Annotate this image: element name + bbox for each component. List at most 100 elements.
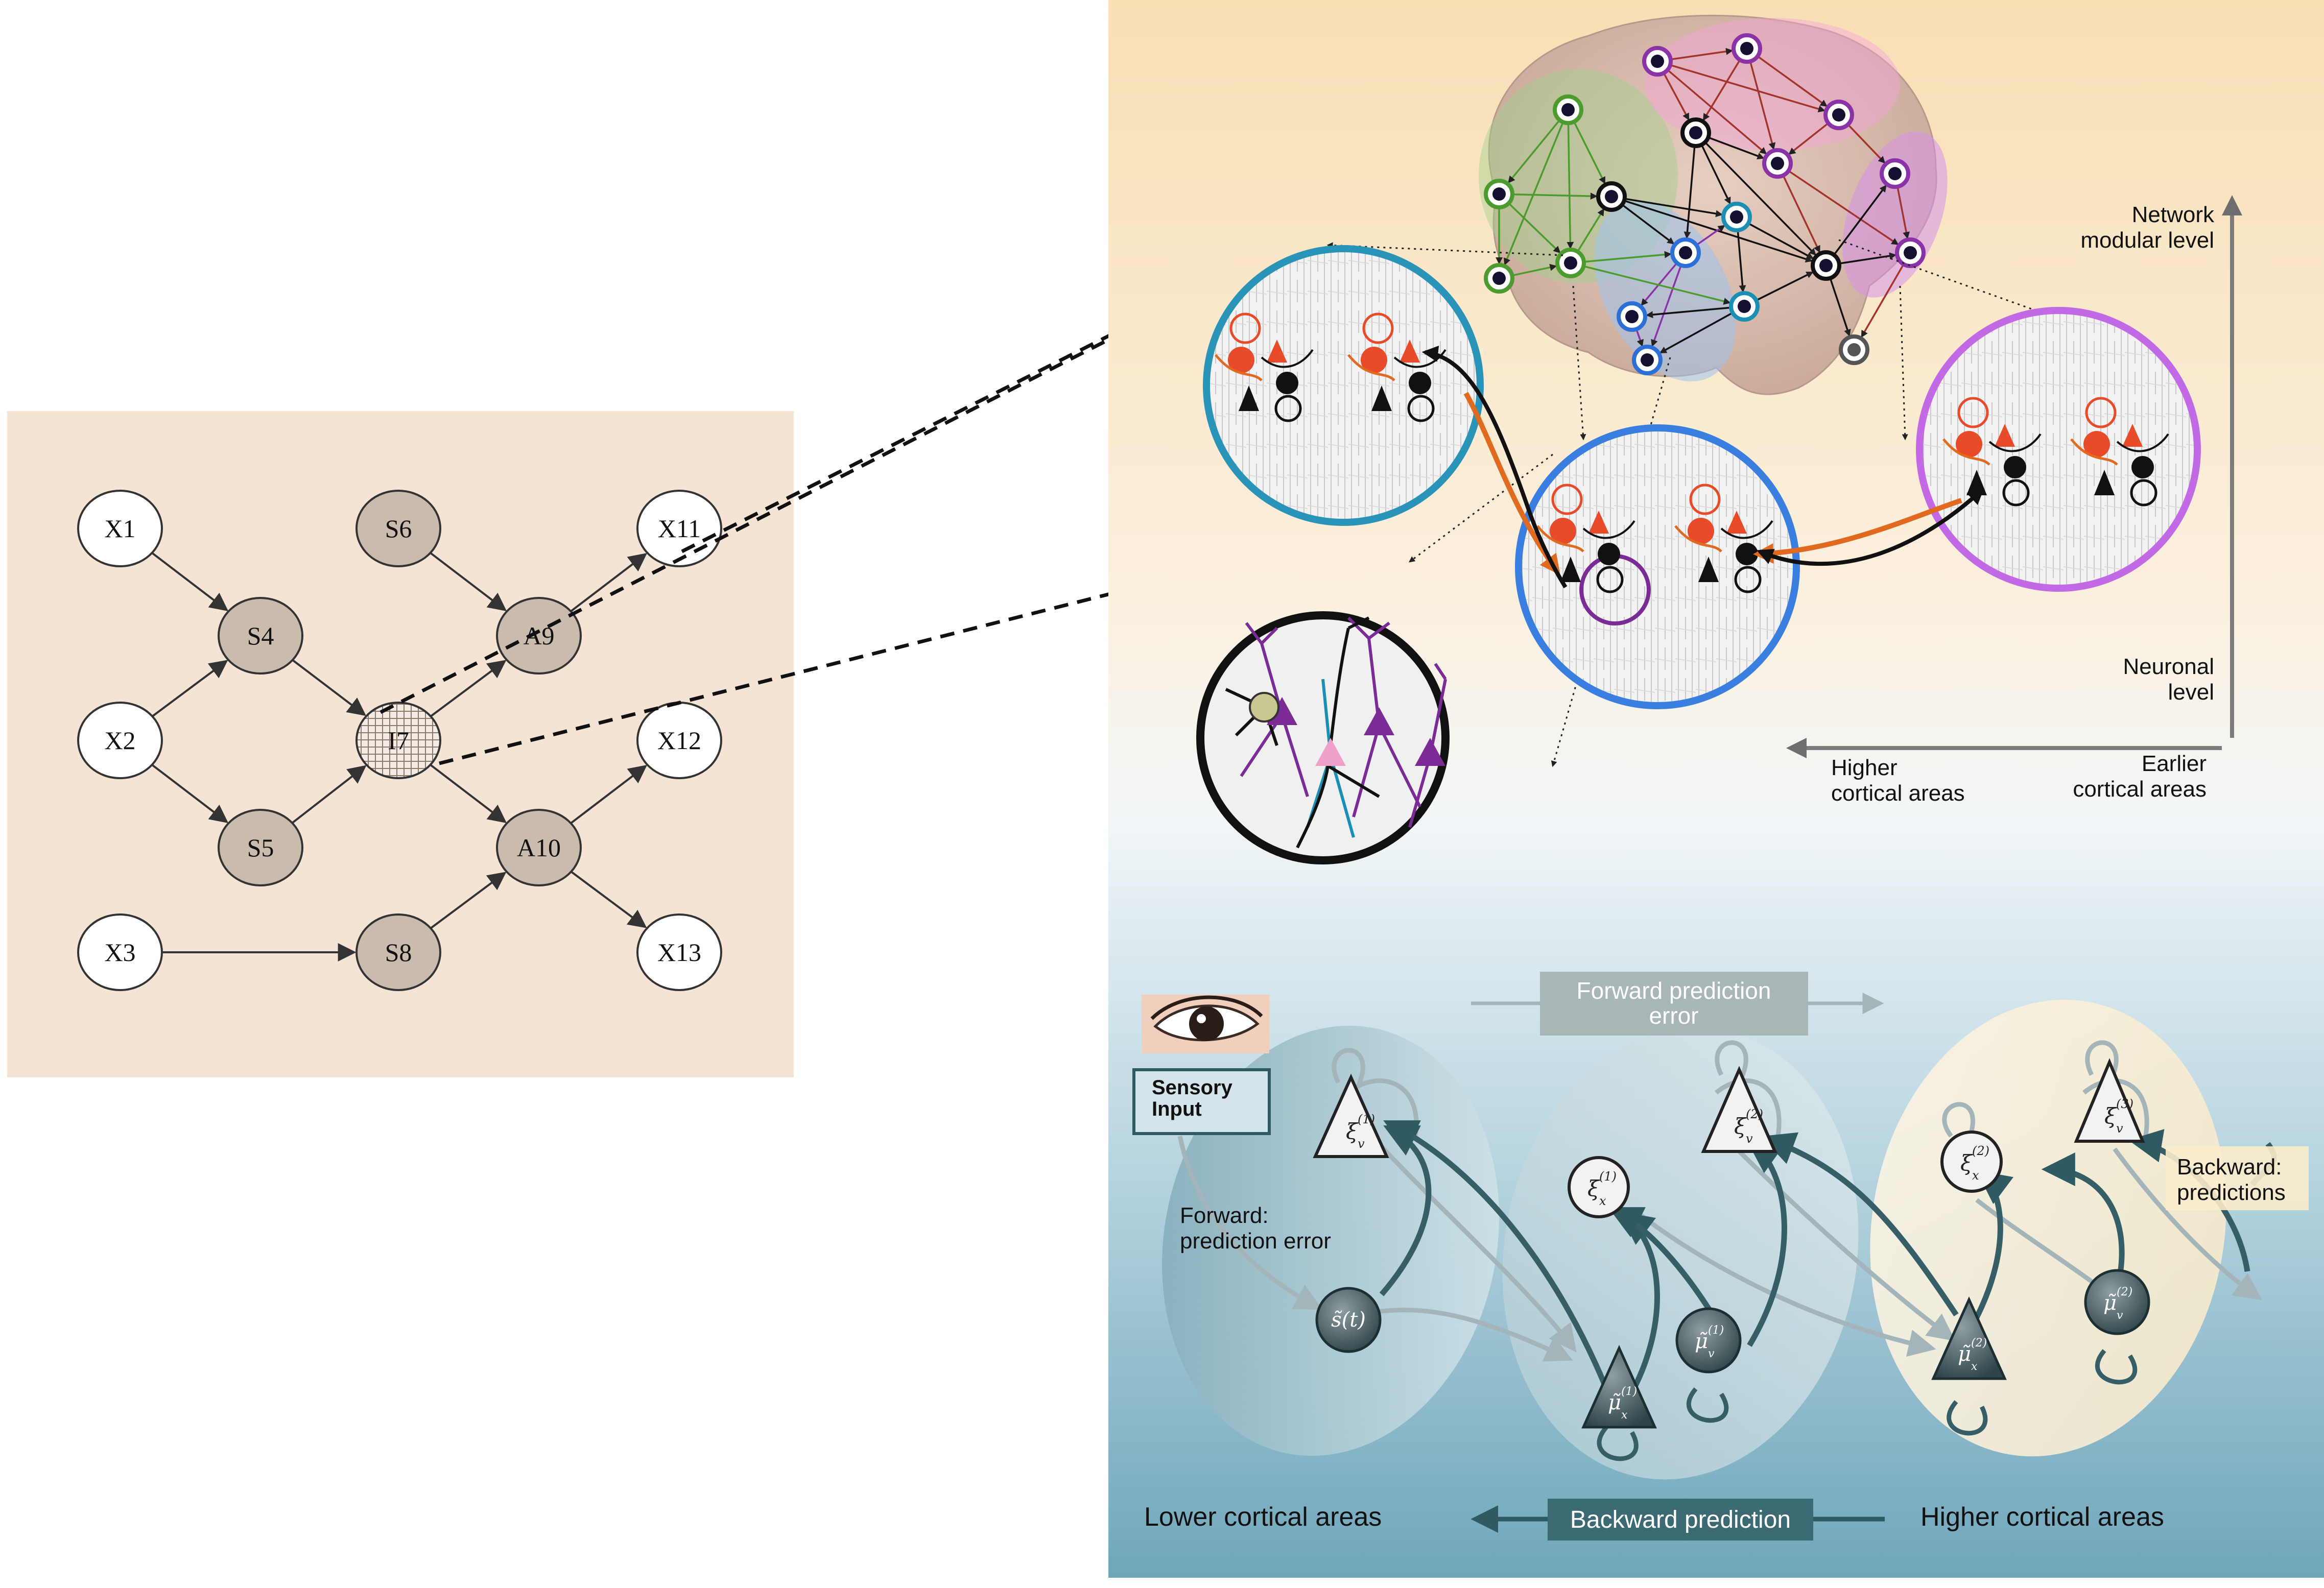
bayes-node-x2: X2 (77, 702, 163, 779)
brain-edge (1667, 69, 1767, 155)
eye-image (1142, 995, 1269, 1053)
svg-text:v: v (1708, 1348, 1715, 1360)
brain-edge (1748, 222, 1814, 259)
backward-prediction-label: Backward prediction (1570, 1506, 1791, 1533)
brain-edge (1508, 202, 1561, 254)
brain-edge (1512, 193, 1598, 200)
pyramidal-soma (1364, 707, 1394, 735)
pyramidal-soma (1315, 738, 1346, 766)
backward-predictions-label-line1: Backward: (2177, 1154, 2282, 1180)
svg-text:v: v (1746, 1132, 1753, 1146)
brain-edge (1749, 61, 1776, 150)
brain-edge (1508, 119, 1560, 183)
neuron-motif (2070, 397, 2169, 507)
node-xi-x1: ξ x (1) (1568, 1156, 1630, 1218)
brain-node (1880, 158, 1910, 189)
brain-edge (1621, 204, 1675, 245)
bayes-node-x12: X12 (636, 702, 722, 779)
axis-earlier-label-line1: Earlier (2142, 751, 2207, 776)
svg-text:ξ: ξ (1346, 1119, 1359, 1144)
bayes-edge-I7-A10 (430, 764, 507, 823)
brain-node (1555, 248, 1586, 278)
node-sensory-signal: s̃(t) (1315, 1287, 1382, 1353)
higher-cortical-areas-label: Higher cortical areas (1920, 1502, 2164, 1532)
svg-text:(2): (2) (1746, 1107, 1763, 1121)
neuron-motif (1674, 484, 1773, 593)
axis-neuronal-label-line1: Neuronal (2123, 654, 2214, 679)
brain-edge (1577, 208, 1604, 252)
backward-predictions-label-line2: predictions (2177, 1180, 2286, 1205)
brain-edge (1670, 47, 1734, 61)
bayes-node-label: X1 (104, 514, 135, 543)
brain-edge (1896, 186, 1910, 239)
svg-text:x: x (1971, 1360, 1978, 1373)
brain-node (1484, 263, 1514, 294)
sensory-input-label-line1: Sensory (1152, 1076, 1233, 1099)
brain-edge (1504, 122, 1564, 266)
brain-node (1670, 237, 1701, 268)
axis-higher-label-line1: Higher (1831, 755, 1898, 780)
brain-edge (1704, 141, 1816, 256)
bayes-node-x3: X3 (77, 913, 163, 991)
brain-node (1680, 117, 1711, 148)
cortical-column-left (1203, 245, 1484, 526)
brain-edge (1833, 184, 1887, 256)
predictive-coding-scheme: Forward prediction error Sensory Input (1132, 972, 2309, 1541)
brain-node (1732, 33, 1762, 64)
brain-edge (1567, 123, 1574, 249)
node-mu-v2: μ̃ v (2) (2084, 1269, 2150, 1335)
svg-text:ξ: ξ (1734, 1114, 1747, 1139)
bayes-node-label: X12 (657, 726, 701, 755)
axis-network-label-line1: Network (2132, 202, 2215, 227)
brain-edge (1583, 251, 1672, 263)
bayes-node-a10: A10 (496, 809, 582, 886)
brain-edge (1646, 306, 1732, 319)
svg-text:(2): (2) (1972, 1144, 1989, 1158)
node-xi-v3: ξ v (3) (2074, 1058, 2145, 1143)
bayes-edge-A9-X11 (570, 553, 648, 612)
brain-node (1617, 301, 1647, 332)
forward-pe-label-line2: prediction error (1180, 1229, 1331, 1254)
bayes-edge-X2-S4 (152, 660, 228, 717)
brain-node (1632, 345, 1663, 375)
svg-text:x: x (1972, 1168, 1979, 1183)
axis-network-label-line2: modular level (2080, 228, 2214, 253)
bayes-edge-S4-I7 (292, 659, 366, 716)
brain-edge (1641, 262, 1678, 306)
bayes-edge-A10-X12 (570, 765, 648, 824)
bayes-node-label: S8 (385, 938, 412, 967)
sensory-input-box (1132, 1068, 1271, 1135)
lower-cortical-areas-label: Lower cortical areas (1144, 1502, 1382, 1532)
brain-edge (1737, 230, 1746, 293)
brain-network-nodes (1484, 33, 1926, 375)
bayes-edge-A10-X13 (571, 871, 647, 928)
neuron-motif (1536, 484, 1635, 593)
svg-text:x: x (1599, 1194, 1606, 1208)
bayes-node-label: X13 (657, 938, 701, 967)
brain-node (1839, 334, 1869, 365)
forward-pe-label-line1: Forward: (1180, 1203, 1269, 1228)
node-xi-v1: ξ v (1) (1313, 1073, 1389, 1158)
svg-text:(2): (2) (1971, 1337, 1987, 1350)
inter-column-connections (1421, 345, 1984, 589)
interneuron-soma (1249, 692, 1279, 723)
cortical-column-center (1515, 424, 1800, 709)
bayes-node-s4: S4 (218, 597, 303, 675)
bayes-node-i7: I7 (355, 702, 441, 779)
brain-node (1642, 46, 1673, 77)
bayes-node-x13: X13 (636, 913, 722, 991)
bayes-node-label: X3 (104, 938, 135, 967)
brain-node (1729, 291, 1760, 322)
prediction-error-arrows (1177, 1078, 2262, 1362)
brain-edge (1624, 198, 1723, 218)
svg-text:(2): (2) (2117, 1286, 2132, 1298)
brain-node (1762, 148, 1793, 179)
svg-text:(1): (1) (1358, 1112, 1375, 1126)
brain-edge (1756, 271, 1814, 301)
bayes-node-label: S5 (247, 833, 274, 862)
bayes-node-label: S6 (385, 514, 412, 543)
bayes-node-label: A10 (517, 833, 561, 862)
brain-node (1721, 202, 1752, 232)
